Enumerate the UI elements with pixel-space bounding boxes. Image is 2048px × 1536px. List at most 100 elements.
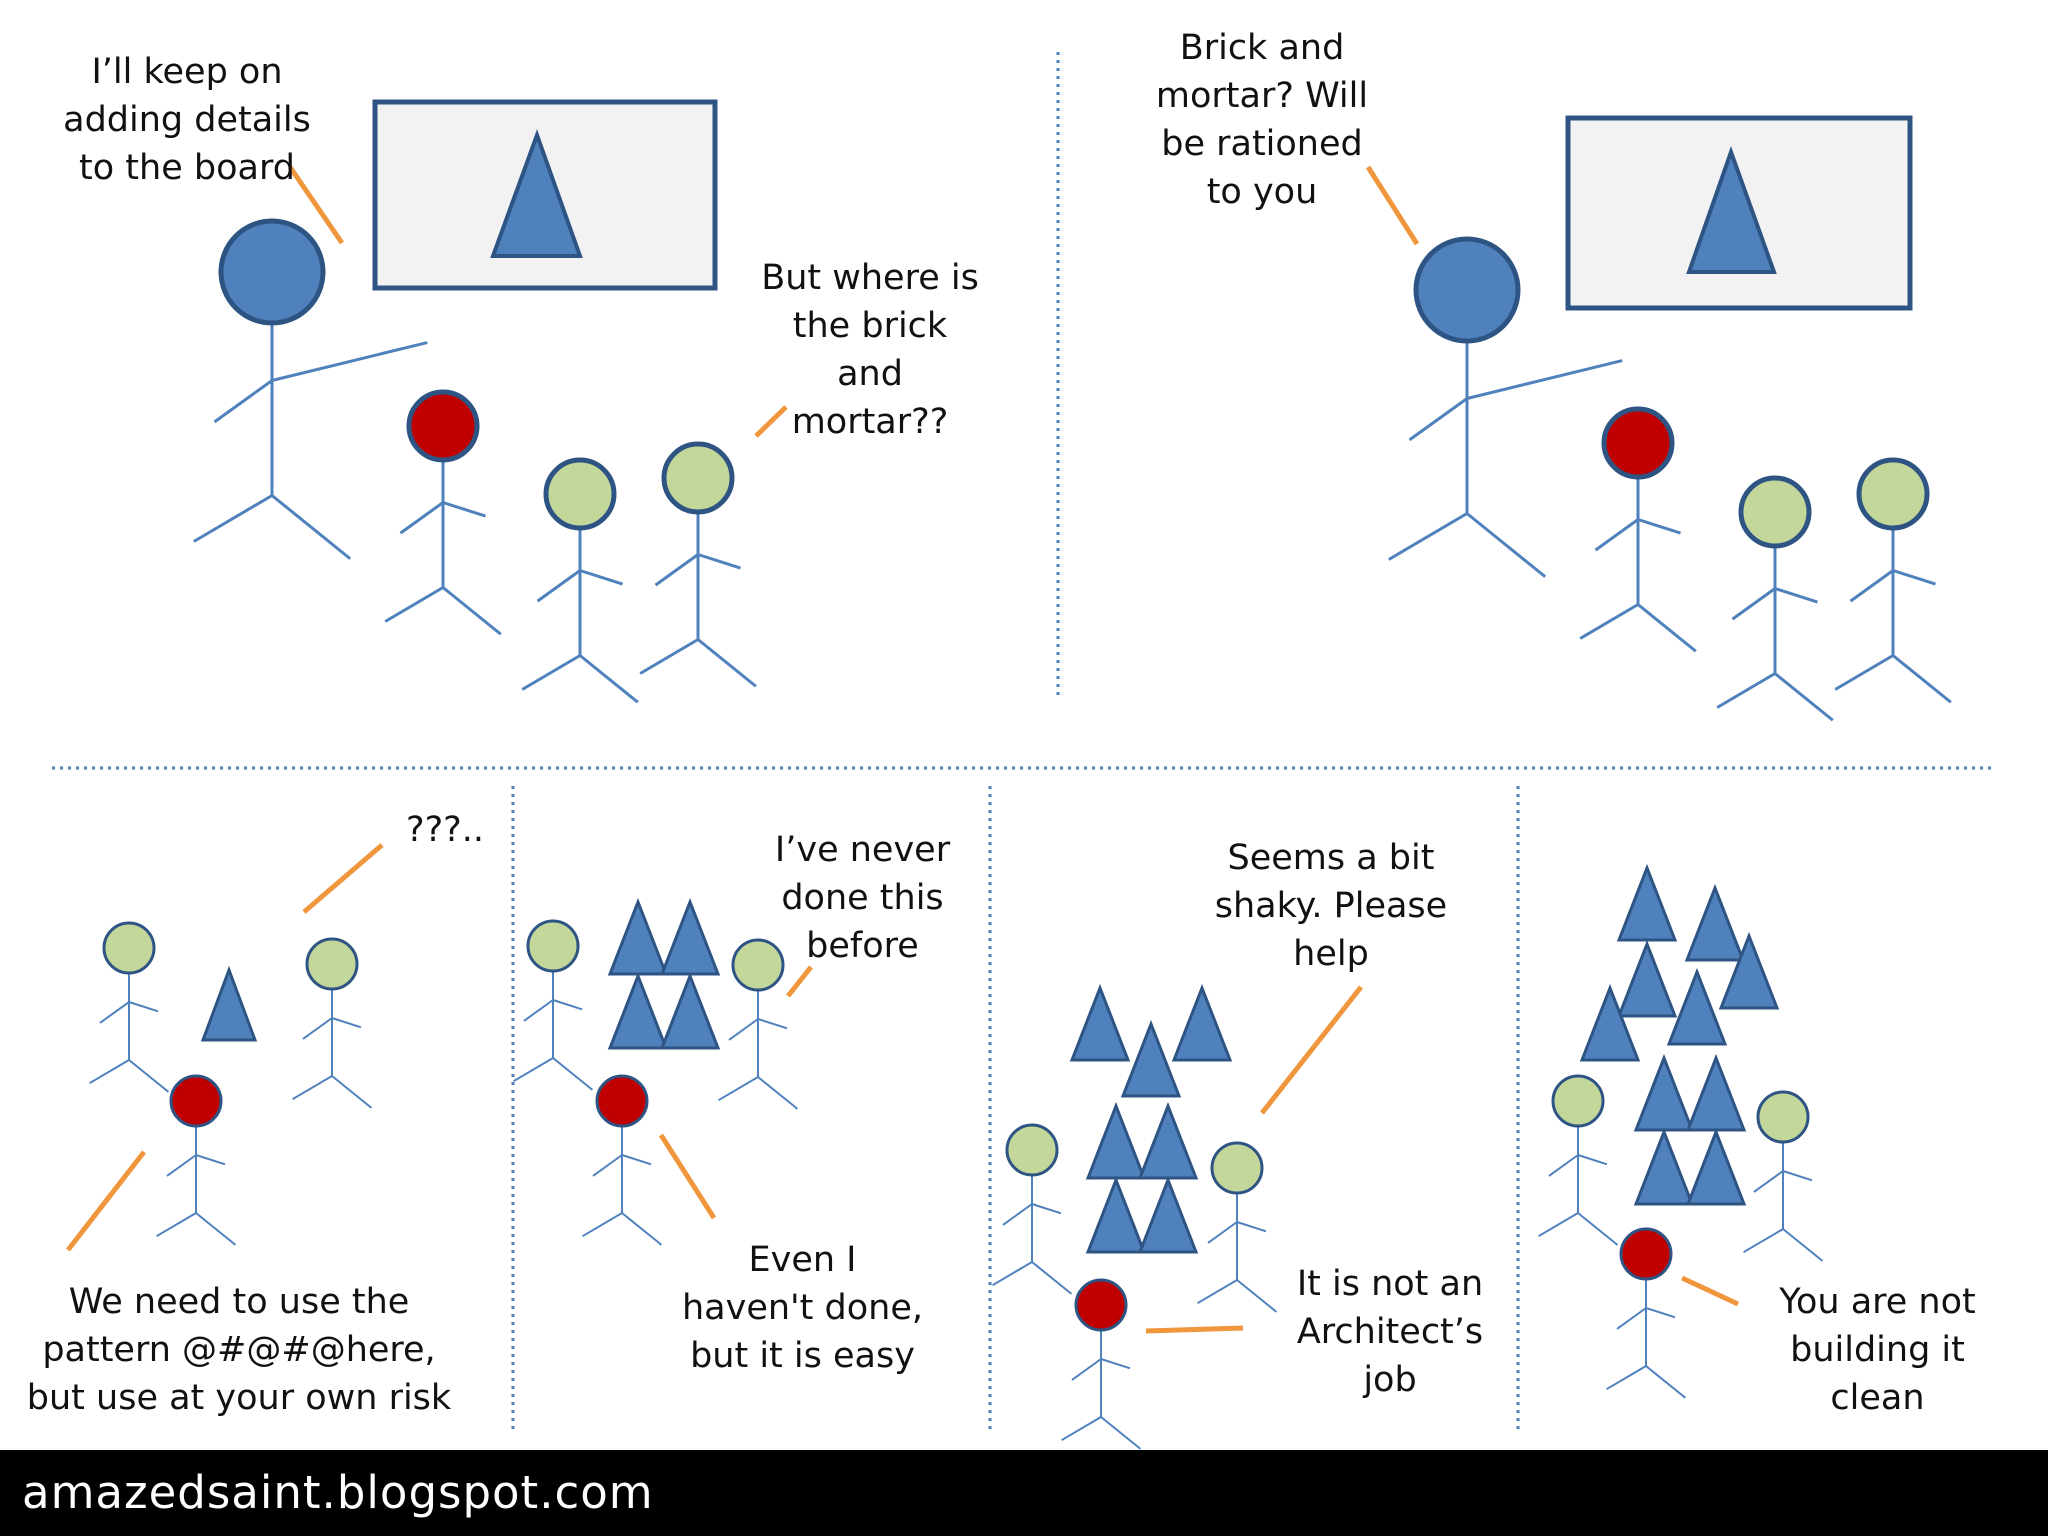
figure-leg	[1466, 512, 1547, 578]
figure-leg	[384, 586, 444, 623]
figure-arm	[1782, 1170, 1813, 1182]
figure-leg	[1579, 603, 1639, 640]
panel-dividers	[52, 52, 1996, 1430]
brick-triangle	[1069, 983, 1131, 1062]
figure-arm	[442, 501, 486, 518]
figure-leg	[1834, 654, 1894, 691]
figure-leg	[195, 1212, 237, 1246]
whiteboard-triangle	[490, 129, 583, 258]
figure-leg	[1774, 672, 1834, 722]
figure-arm	[166, 1154, 197, 1177]
speech-pointer	[1680, 1275, 1740, 1307]
figure-arm	[1849, 569, 1894, 603]
caption-question-marks: ???..	[406, 810, 484, 850]
figure-arm	[1731, 587, 1776, 621]
figure-arm	[1548, 1154, 1579, 1177]
bricks	[200, 863, 1780, 1254]
developer-figure	[1716, 475, 1834, 722]
figure-arm	[697, 553, 741, 570]
brick-triangle	[1120, 1019, 1182, 1098]
speech-pointer	[302, 843, 384, 914]
figure-arm	[1753, 1170, 1784, 1193]
figure-arm	[1594, 518, 1639, 552]
figure-arm	[552, 999, 583, 1011]
architect-figure	[1388, 236, 1623, 578]
brick-triangle	[1633, 1127, 1695, 1206]
comic-drawing	[52, 52, 1996, 1450]
figure-leg	[1538, 1212, 1579, 1238]
footer-bar: amazedsaint.blogspot.com	[0, 1450, 2048, 1536]
figure-head	[1756, 1090, 1810, 1144]
figure-leg	[331, 1075, 373, 1109]
figure-arm	[1637, 518, 1681, 535]
figure-arm	[302, 1017, 333, 1040]
caption-never-done: I’ve never done this before	[774, 830, 951, 966]
figure-leg	[552, 1057, 594, 1091]
developer-figure	[1743, 1090, 1824, 1262]
brick-triangle	[1137, 1175, 1199, 1254]
brick-triangle	[1685, 1127, 1747, 1206]
figure-head	[526, 919, 580, 973]
figure-leg	[1236, 1279, 1278, 1313]
speech-pointer	[287, 165, 345, 245]
figure-head	[1856, 457, 1930, 531]
figure-head	[1601, 406, 1675, 480]
brick-triangle	[1685, 1053, 1747, 1132]
figure-leg	[718, 1076, 759, 1102]
figure-leg	[156, 1212, 197, 1238]
brick-triangle	[1085, 1101, 1147, 1180]
manager-figure	[582, 1074, 663, 1246]
brick-triangle	[659, 971, 721, 1050]
figure-arm	[1207, 1221, 1238, 1244]
figure-leg	[292, 1075, 333, 1101]
figure-leg	[1577, 1212, 1619, 1246]
figure-arm	[523, 999, 554, 1022]
figure-head	[543, 457, 617, 531]
figure-leg	[1388, 512, 1468, 561]
figure-arm	[399, 501, 444, 535]
figure-arm	[654, 553, 699, 587]
brick-triangle	[1616, 863, 1678, 942]
figure-leg	[579, 654, 639, 704]
figure-head	[595, 1074, 649, 1128]
figure-arm	[1774, 587, 1818, 604]
figure-leg	[1645, 1365, 1687, 1399]
figure-arm	[592, 1154, 623, 1177]
whiteboard	[1565, 115, 1913, 311]
figure-arm	[271, 341, 428, 382]
caption-not-clean: You are not building it clean	[1779, 1282, 1976, 1418]
figure-head	[1738, 475, 1812, 549]
brick-triangle	[200, 965, 258, 1042]
figure-arm	[1408, 397, 1468, 442]
figure-leg	[757, 1076, 799, 1110]
figure-leg	[639, 638, 699, 675]
figure-arm	[621, 1154, 652, 1166]
caption-use-pattern: We need to use the pattern @#@#@here, bu…	[26, 1282, 452, 1418]
figure-leg	[271, 494, 352, 560]
figure-head	[1619, 1227, 1673, 1281]
manager-figure	[1061, 1278, 1142, 1450]
whiteboard-triangle	[1686, 146, 1777, 274]
developer-figure	[292, 937, 373, 1109]
developer-figure	[718, 938, 799, 1110]
figure-arm	[213, 379, 273, 424]
figure-leg	[1637, 603, 1697, 653]
figure-leg	[1782, 1228, 1824, 1262]
figure-head	[731, 938, 785, 992]
developer-figure	[1538, 1074, 1619, 1246]
caption-rationed: Brick and mortar? Will be rationed to yo…	[1155, 28, 1369, 212]
figure-arm	[1466, 359, 1623, 400]
speech-pointer	[66, 1150, 146, 1252]
architect-figure	[193, 218, 428, 560]
figure-leg	[513, 1057, 554, 1083]
figure-arm	[757, 1018, 788, 1030]
whiteboards	[372, 99, 1913, 311]
brick-triangle	[607, 897, 669, 976]
figure-arm	[128, 1001, 159, 1013]
developer-figure	[513, 919, 594, 1091]
figure-arm	[1071, 1358, 1102, 1381]
figure-leg	[89, 1059, 130, 1085]
figure-head	[661, 441, 735, 515]
caption-where-is-brick: But where is the brick and mortar??	[761, 258, 979, 442]
figure-arm	[99, 1001, 130, 1024]
